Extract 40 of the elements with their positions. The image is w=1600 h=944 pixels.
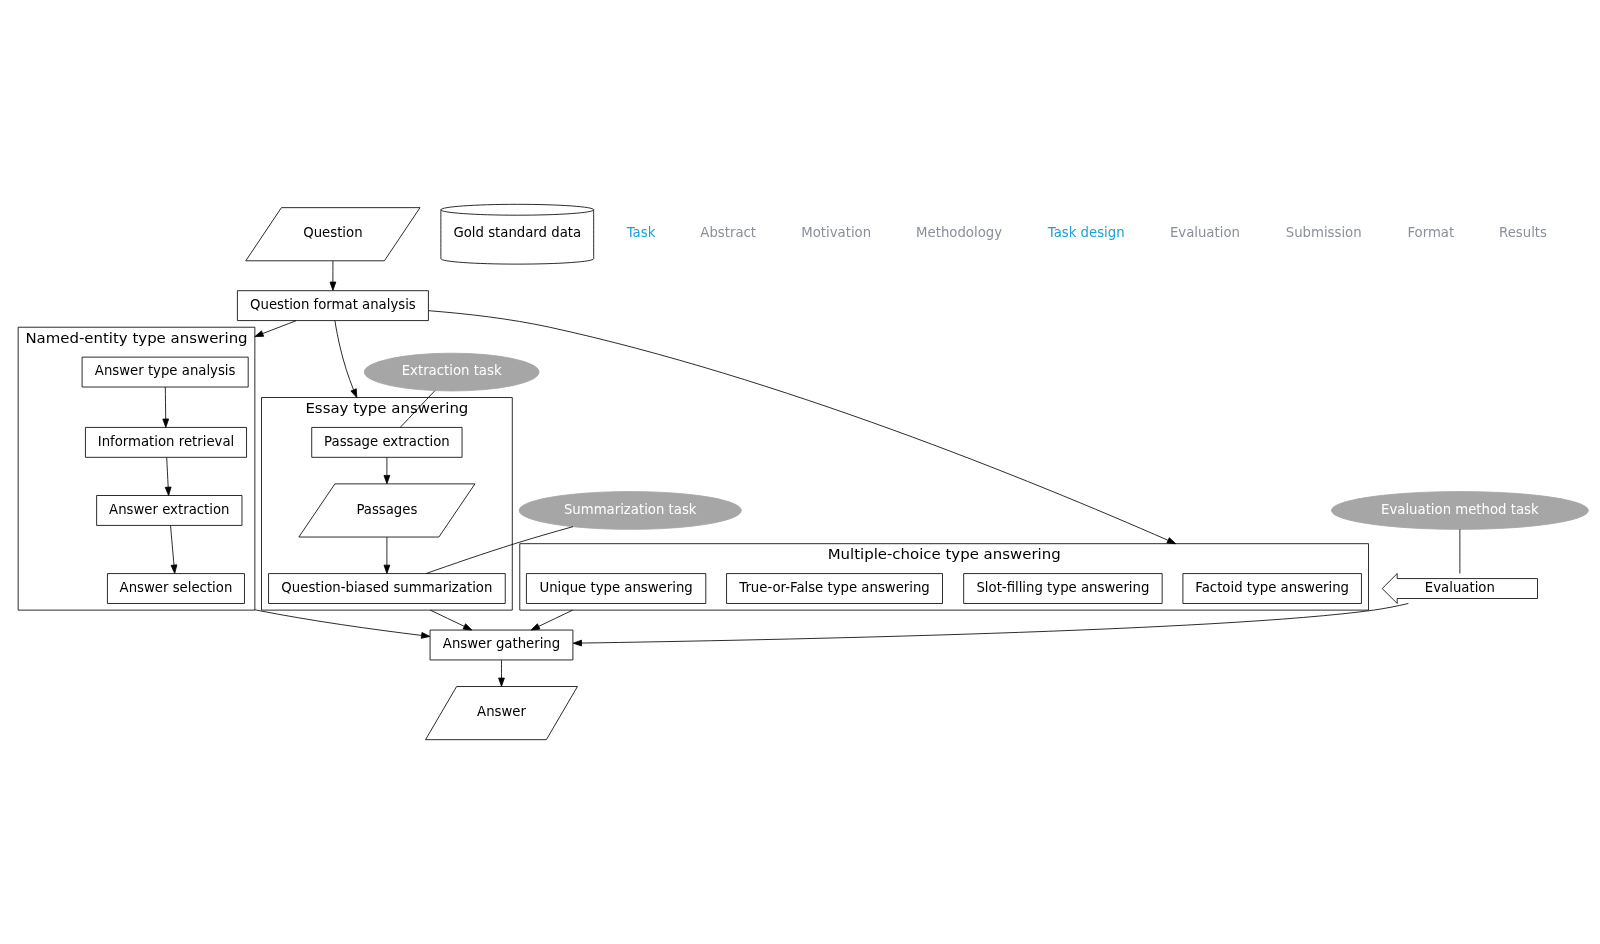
arrow — [329, 260, 337, 291]
arrow — [428, 310, 1177, 545]
arrow — [383, 536, 391, 574]
node-box: Answer type analysis — [81, 356, 249, 388]
arrow — [162, 386, 170, 428]
connector — [399, 390, 436, 428]
arrow — [498, 659, 505, 687]
node-box: Answer gathering — [429, 629, 574, 661]
node-box: True-or-False type answering — [726, 573, 943, 604]
node-box: Information retrieval — [85, 427, 247, 458]
node-ellipse: Extraction task — [363, 352, 540, 392]
arrow — [254, 609, 431, 639]
arrow — [334, 320, 358, 398]
arrow — [383, 457, 391, 485]
connector — [425, 526, 574, 574]
label: Task — [626, 225, 656, 241]
label: Motivation — [801, 225, 872, 241]
label: Evaluation — [1169, 225, 1240, 241]
label: Abstract — [700, 225, 757, 241]
node-box: Unique type answering — [526, 573, 707, 604]
label: Submission — [1285, 225, 1362, 241]
arrow — [429, 609, 473, 631]
node-box: Passage extraction — [311, 427, 463, 458]
node-box: Question-biased summarization — [268, 573, 506, 604]
arrow — [254, 320, 297, 338]
label: Format — [1407, 225, 1455, 241]
label: Task design — [1047, 225, 1125, 241]
label: Methodology — [916, 225, 1003, 241]
label: Results — [1499, 225, 1547, 241]
arrow — [530, 609, 574, 631]
node-box: Slot-filling type answering — [963, 573, 1163, 604]
node-box: Question format analysis — [237, 290, 429, 321]
node-box: Factoid type answering — [1182, 573, 1362, 604]
node-box: Answer extraction — [96, 495, 243, 526]
node-ellipse: Summarization task — [518, 491, 742, 530]
node-box: Answer selection — [107, 573, 245, 604]
node-ellipse: Evaluation method task — [1330, 491, 1589, 530]
arrow — [572, 603, 1409, 647]
arrow — [170, 525, 178, 574]
arrow — [164, 457, 172, 496]
